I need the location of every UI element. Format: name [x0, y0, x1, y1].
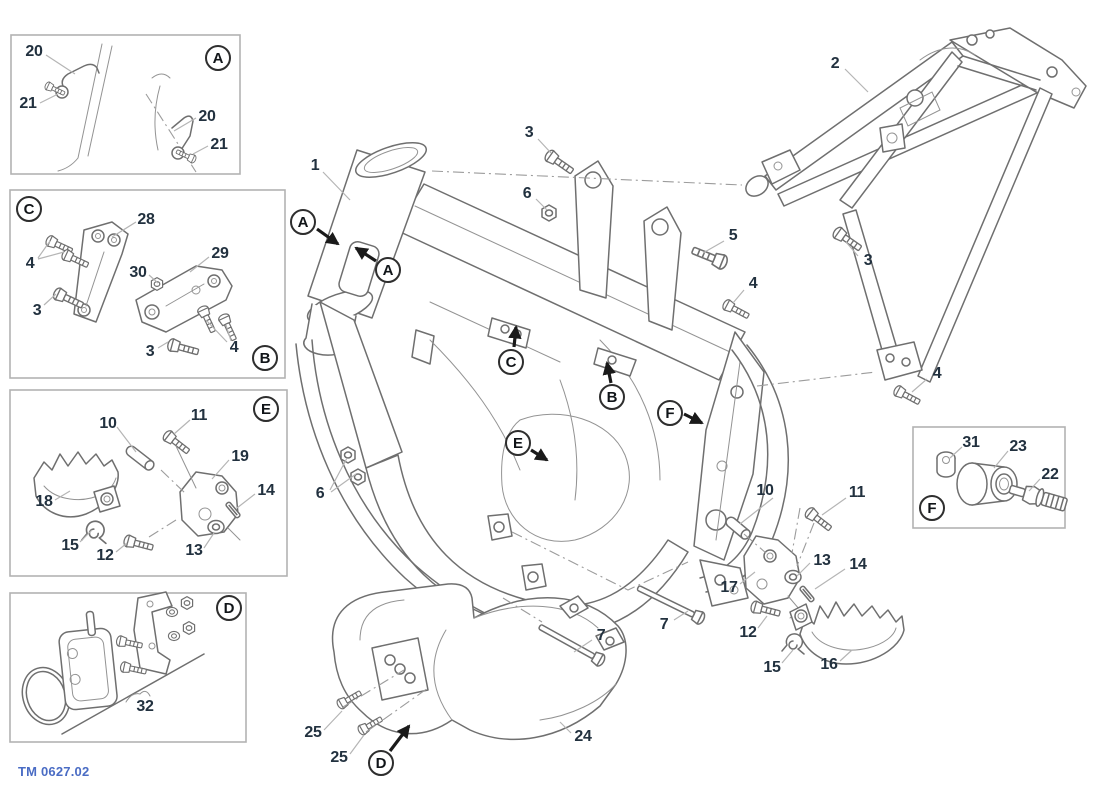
- panel-a-art: [43, 43, 198, 173]
- leader-lines: [37, 54, 1041, 755]
- document-code: TM 0627.02: [18, 764, 90, 779]
- detail-box-a: [10, 34, 241, 175]
- detail-box-d: [9, 592, 247, 743]
- subframe-art: [745, 27, 1087, 383]
- detail-box-e: [9, 389, 288, 577]
- panel-f-art: [936, 451, 1068, 512]
- detail-box-f: [912, 426, 1066, 529]
- detail-box-c-b: [9, 189, 286, 379]
- skidplate-art: [331, 583, 627, 740]
- badge-arrows: [316, 227, 704, 752]
- panel-d-art: [21, 591, 205, 735]
- panel-e-art: [33, 428, 242, 554]
- construction-lines: [342, 170, 877, 733]
- panel-cb-art: [43, 221, 240, 359]
- footpeg-right-art: [725, 505, 905, 665]
